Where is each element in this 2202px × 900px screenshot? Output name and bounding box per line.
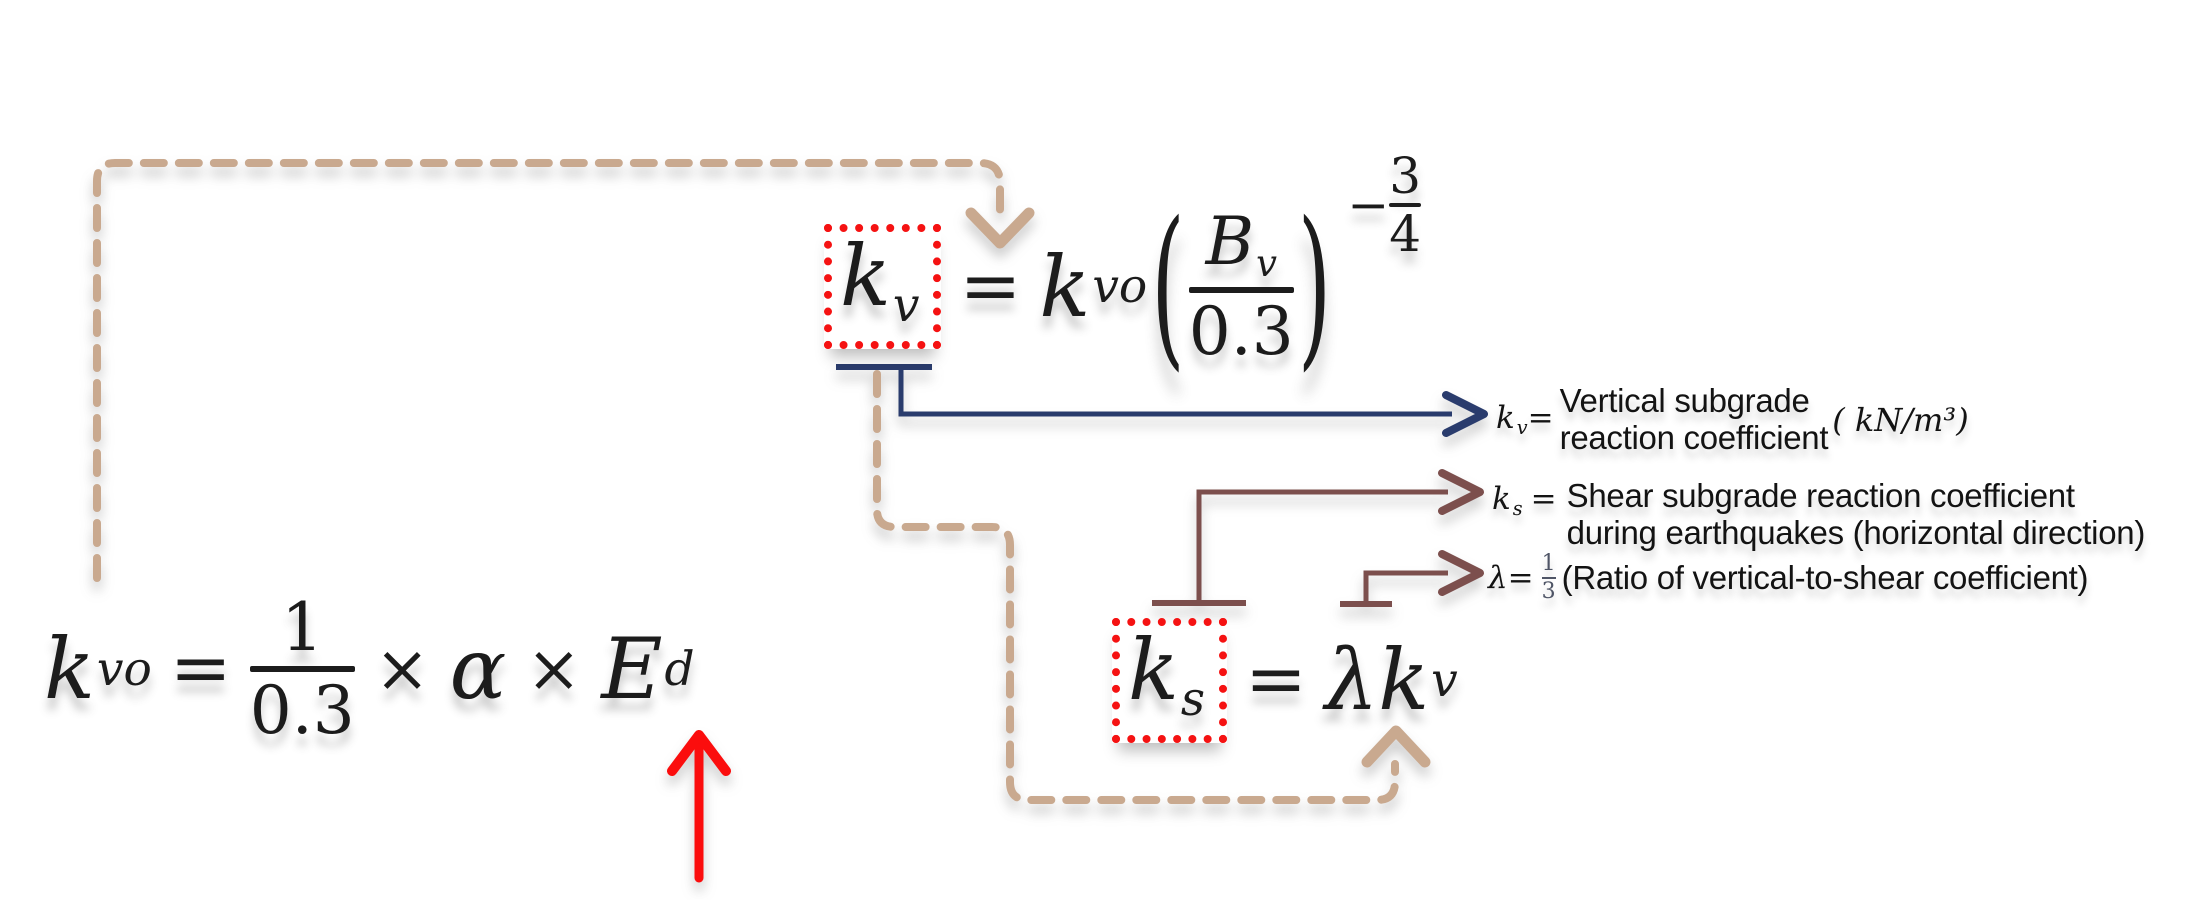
ks-subscript: s [1180, 671, 1206, 727]
kv-base: k [1378, 631, 1430, 730]
ed-pointer-arrowhead-icon [667, 730, 731, 776]
kvo-subscript: vo [96, 641, 152, 697]
annotation-kv-line1: Vertical subgrade [1559, 382, 1810, 419]
ks-definition-arrowhead-icon [1438, 469, 1484, 515]
exponent: − 3 4 [1347, 146, 1422, 263]
lambda-definition-arrow-line [1363, 570, 1448, 604]
lambda-symbol: λ [1324, 631, 1379, 730]
numerator: 1 [1541, 551, 1556, 576]
kv-subscript: v [1431, 652, 1458, 708]
numerator: 1 [281, 589, 324, 666]
equals-sign: = [959, 242, 1022, 329]
kv-base: k [840, 227, 891, 326]
annotation-ks-description: Shear subgrade reaction coefficient duri… [1566, 477, 2146, 552]
multiply-sign: × [526, 630, 582, 707]
annotation-ks-line1: Shear subgrade reaction coefficient [1566, 477, 2075, 514]
close-paren: ) [1297, 185, 1332, 388]
alpha-symbol: α [449, 620, 507, 719]
kvo-subscript: vo [1092, 259, 1148, 315]
exponent-fraction: 3 4 [1389, 146, 1422, 263]
annotation-kv-description: Vertical subgrade reaction coefficient [1559, 382, 1829, 457]
kvo-base: k [1039, 237, 1091, 336]
ed-base: E [601, 620, 663, 719]
fraction-bar [1389, 202, 1422, 207]
kvo-base: k [44, 620, 95, 719]
fraction-bar [1541, 577, 1556, 579]
annotation-lambda: λ= 1 3 (Ratio of vertical-to-shear coeff… [1488, 551, 2089, 604]
annotation-lambda-term: λ= [1488, 559, 1534, 596]
one-over-03-fraction: 1 0.3 [249, 589, 355, 750]
annotation-lambda-description: (Ratio of vertical-to-shear coefficient) [1561, 558, 2089, 596]
exponent-minus: − [1347, 175, 1390, 234]
kv-highlight-box: kv [824, 224, 942, 349]
kvo-to-kv-dashed-connector [93, 159, 1004, 582]
kv-definition-arrowhead-icon [1442, 391, 1488, 437]
denominator: 0.3 [249, 672, 355, 750]
ks-highlight-box: ks [1112, 618, 1228, 743]
fraction-bar [249, 666, 355, 673]
equals-sign: = [169, 625, 232, 712]
annotation-kv-line2: reaction coefficient [1559, 418, 1829, 456]
annotation-ks-line2: during earthquakes (horizontal direction… [1566, 513, 2146, 551]
kv-definition-arrow-line [898, 367, 1452, 417]
ks-base: k [1128, 621, 1179, 719]
multiply-sign: × [374, 630, 430, 707]
fraction-bar [1188, 287, 1294, 294]
bv-denominator: 0.3 [1188, 293, 1294, 371]
bv-fraction: Bv 0.3 [1188, 203, 1294, 371]
ed-subscript: d [664, 641, 695, 697]
equals-sign: = [1245, 636, 1307, 723]
up-chevron-icon [1361, 725, 1431, 768]
annotation-kv-unit: ( kN/m³) [1832, 400, 1969, 439]
one-third-fraction: 1 3 [1541, 551, 1556, 604]
kv-subscript: v [892, 277, 920, 333]
kv-to-ks-dashed-connector [873, 370, 1399, 804]
open-paren: ( [1151, 185, 1185, 388]
ks-definition-arrow-line [1196, 489, 1448, 603]
lambda-definition-arrowhead-icon [1438, 550, 1484, 596]
denominator: 3 [1541, 579, 1556, 604]
down-chevron-icon [965, 207, 1035, 249]
bv-numerator: Bv [1205, 203, 1277, 286]
